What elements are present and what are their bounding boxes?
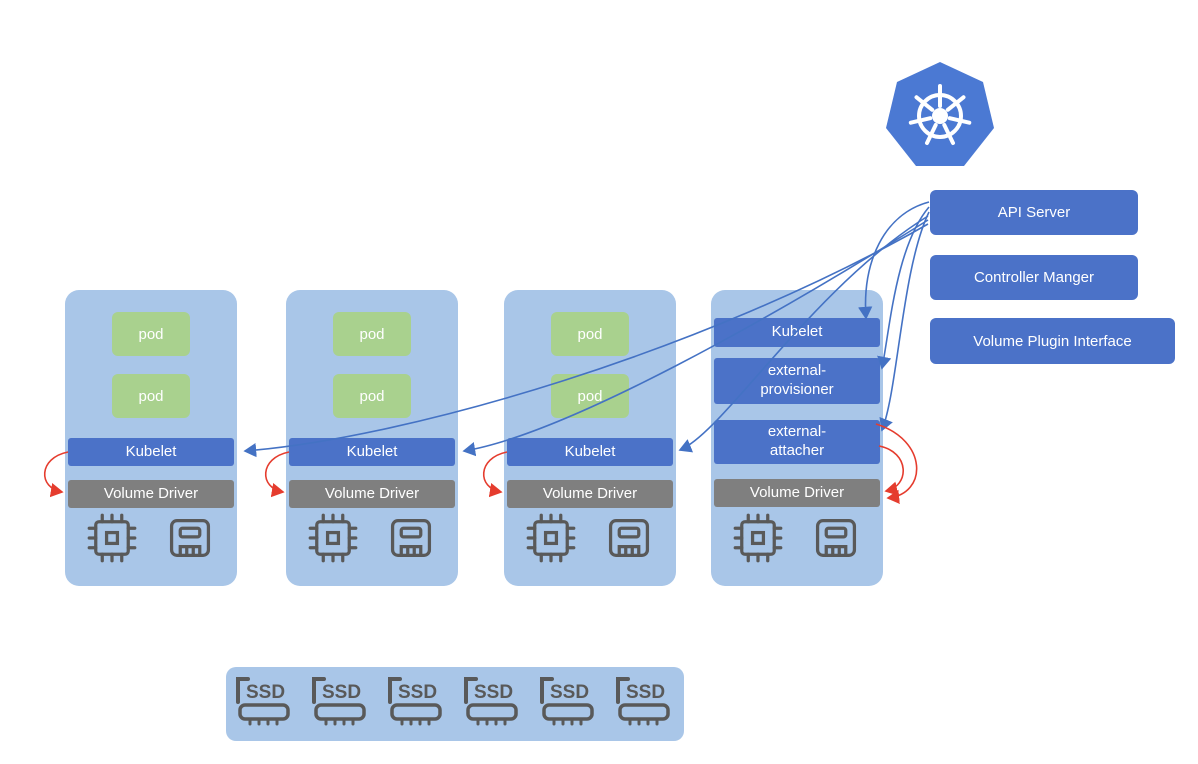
kubelet-label: Kubelet <box>346 442 398 460</box>
pod-label: pod <box>359 325 385 343</box>
kubelet-bar: Kubelet <box>507 438 673 466</box>
volume-driver-bar: Volume Driver <box>289 480 455 508</box>
pod-label: pod <box>577 325 603 343</box>
volume-plugin-interface-label: Volume Plugin Interface <box>973 332 1132 350</box>
ssd-icon: SSD <box>309 675 373 734</box>
ssd-label: SSD <box>474 682 513 703</box>
ssd-icon: SSD <box>461 675 525 734</box>
ssd-label: SSD <box>550 682 589 703</box>
volume-driver-label: Volume Driver <box>103 484 199 502</box>
external-attacher-bar: external-attacher <box>714 420 880 464</box>
pod-label: pod <box>577 387 603 405</box>
cpu-icon <box>732 512 784 564</box>
ssd-label: SSD <box>246 682 285 703</box>
pod-box: pod <box>333 312 411 356</box>
kubelet-label: Kubelet <box>564 442 616 460</box>
kubelet-bar: Kubelet <box>289 438 455 466</box>
external-provisioner-bar: external-provisioner <box>714 358 880 404</box>
memory-icon <box>603 512 655 564</box>
ssd-label: SSD <box>322 682 361 703</box>
worker-node-2: pod pod Kubelet Volume Driver <box>286 290 458 586</box>
cpu-icon <box>525 512 577 564</box>
ssd-storage-panel: SSD SSD SSD SSD <box>226 667 684 741</box>
ssd-label: SSD <box>626 682 665 703</box>
volume-driver-label: Volume Driver <box>324 484 420 502</box>
controller-manager-box: Controller Manger <box>930 255 1138 300</box>
pod-label: pod <box>138 387 164 405</box>
kubelet-label: Kubelet <box>771 323 823 341</box>
csi-node: Kubelet external-provisioner external-at… <box>711 290 883 586</box>
ssd-icon: SSD <box>613 675 677 734</box>
volume-plugin-interface-box: Volume Plugin Interface <box>930 318 1175 364</box>
pod-label: pod <box>138 325 164 343</box>
controller-manager-label: Controller Manger <box>973 269 1095 286</box>
worker-node-1: pod pod Kubelet Volume Driver <box>65 290 237 586</box>
memory-icon <box>164 512 216 564</box>
external-provisioner-label: external-provisioner <box>760 362 834 398</box>
volume-driver-label: Volume Driver <box>749 483 845 501</box>
volume-driver-bar: Volume Driver <box>714 479 880 507</box>
memory-icon <box>385 512 437 564</box>
worker-node-3: pod pod Kubelet Volume Driver <box>504 290 676 586</box>
cpu-icon <box>307 512 359 564</box>
volume-driver-bar: Volume Driver <box>68 480 234 508</box>
kubelet-label: Kubelet <box>125 442 177 460</box>
api-server-box: API Server <box>930 190 1138 235</box>
pod-box: pod <box>551 312 629 356</box>
pod-box: pod <box>112 312 190 356</box>
ssd-icon: SSD <box>233 675 297 734</box>
hardware-icons <box>504 512 676 564</box>
volume-driver-bar: Volume Driver <box>507 480 673 508</box>
volume-driver-label: Volume Driver <box>542 484 638 502</box>
hardware-icons <box>711 512 883 564</box>
ssd-icon: SSD <box>385 675 449 734</box>
hardware-icons <box>286 512 458 564</box>
pod-box: pod <box>551 374 629 418</box>
memory-icon <box>810 512 862 564</box>
hardware-icons <box>65 512 237 564</box>
kubernetes-logo-icon <box>878 60 1002 176</box>
pod-box: pod <box>112 374 190 418</box>
ssd-label: SSD <box>398 682 437 703</box>
pod-box: pod <box>333 374 411 418</box>
external-attacher-label: external-attacher <box>767 423 827 459</box>
ssd-icon: SSD <box>537 675 601 734</box>
api-server-label: API Server <box>997 204 1071 221</box>
kubelet-bar: Kubelet <box>68 438 234 466</box>
cpu-icon <box>86 512 138 564</box>
kubelet-bar: Kubelet <box>714 318 880 347</box>
pod-label: pod <box>359 387 385 405</box>
